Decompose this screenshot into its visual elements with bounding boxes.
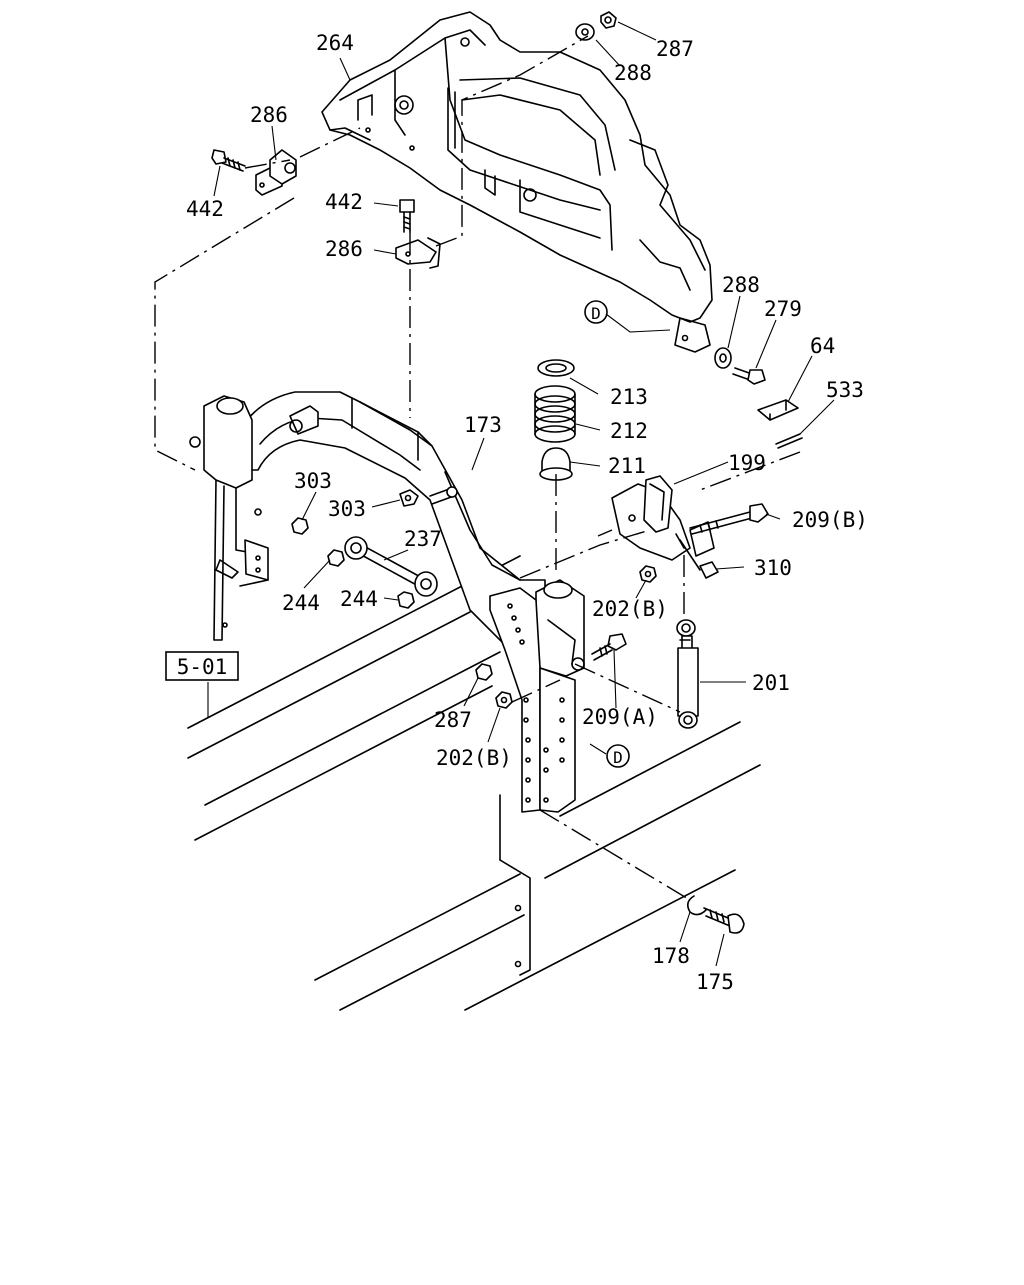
- clip-178: [686, 895, 707, 916]
- reference-d-upper-letter: D: [591, 304, 601, 323]
- callout-237: 237: [404, 527, 442, 551]
- callout-264: 264: [316, 31, 354, 55]
- pin-533: [775, 433, 803, 449]
- callout-286-left: 286: [250, 103, 288, 127]
- cross-member-264: [321, 11, 713, 353]
- clip-64: [757, 399, 799, 421]
- nut-303-a: [291, 517, 309, 535]
- callout-310: 310: [754, 556, 792, 580]
- callout-178: 178: [652, 944, 690, 968]
- callout-533: 533: [826, 378, 864, 402]
- reference-d-upper: D: [584, 300, 608, 324]
- callout-labels: 264 287 288 286 442 442 286 288 279 64 5…: [186, 31, 868, 994]
- callout-442-center: 442: [325, 190, 363, 214]
- reference-box-5-01[interactable]: 5-01: [165, 651, 239, 681]
- spring-seat-213: [537, 359, 575, 377]
- bolt-209A: [591, 633, 627, 661]
- bracket-286-left: [255, 149, 297, 196]
- callout-175: 175: [696, 970, 734, 994]
- frame-173: [239, 391, 546, 661]
- nut-244-a: [327, 549, 345, 567]
- washer-288-right: [714, 347, 732, 369]
- callout-288-top: 288: [614, 61, 652, 85]
- callout-202B-upper: 202(B): [592, 597, 668, 621]
- bolt-175: [703, 907, 745, 934]
- callout-303-upper: 303: [294, 469, 332, 493]
- callout-202B-lower: 202(B): [436, 746, 512, 770]
- callout-287-lower: 287: [434, 708, 472, 732]
- bolt-279: [732, 367, 766, 385]
- callout-211: 211: [608, 454, 646, 478]
- assembly-leader-lines: [154, 35, 801, 901]
- callout-209A: 209(A): [582, 705, 658, 729]
- callout-286-center: 286: [325, 237, 363, 261]
- link-rod-237: [344, 536, 438, 597]
- callout-288-right: 288: [722, 273, 760, 297]
- callout-201: 201: [752, 671, 790, 695]
- callout-279: 279: [764, 297, 802, 321]
- nut-202B-lower: [495, 691, 513, 709]
- callout-213: 213: [610, 385, 648, 409]
- reference-d-lower: D: [606, 744, 630, 768]
- washer-288-top: [575, 23, 595, 41]
- callout-303-lower: 303: [328, 497, 366, 521]
- callout-64: 64: [810, 334, 835, 358]
- shock-absorber-201: [676, 619, 699, 729]
- nut-287-lower: [475, 663, 493, 681]
- nut-244-b: [397, 591, 415, 609]
- chassis-frame-lines: [187, 555, 761, 1011]
- callout-287-top: 287: [656, 37, 694, 61]
- left-mount-bracket: [189, 395, 269, 641]
- shaft-303: [429, 486, 458, 505]
- callout-leaders: [207, 21, 835, 967]
- callout-199: 199: [728, 451, 766, 475]
- nut-202B-upper: [639, 565, 657, 583]
- callout-209B: 209(B): [792, 508, 868, 532]
- bracket-286-center: [395, 237, 441, 269]
- callout-244-right: 244: [340, 587, 378, 611]
- callout-173: 173: [464, 413, 502, 437]
- reference-box-label: 5-01: [177, 655, 228, 679]
- coil-spring-212: [534, 385, 576, 443]
- callout-244-left: 244: [282, 591, 320, 615]
- latch-bracket-199: [611, 475, 715, 571]
- stopper-310: [699, 561, 719, 579]
- bolt-209B: [689, 503, 769, 535]
- center-tower-bracket: [489, 579, 585, 813]
- nut-287-top: [600, 11, 617, 29]
- bolt-442-left: [211, 149, 246, 172]
- reference-d-lower-letter: D: [613, 748, 623, 767]
- callout-212: 212: [610, 419, 648, 443]
- callout-442-left: 442: [186, 197, 224, 221]
- bolt-442-center: [399, 199, 415, 233]
- nut-303-b: [399, 489, 419, 507]
